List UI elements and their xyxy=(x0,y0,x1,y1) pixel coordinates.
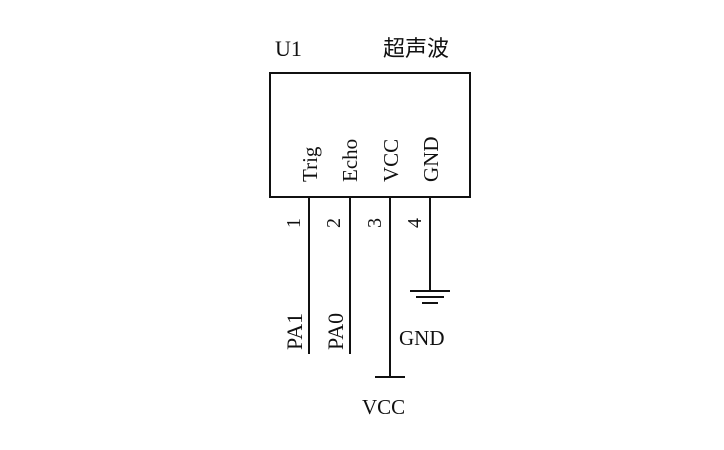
pin-number-2: 2 xyxy=(323,218,345,228)
pin-name-gnd: GND xyxy=(419,137,443,183)
pin-number-3: 3 xyxy=(364,218,386,228)
vcc-label: VCC xyxy=(362,395,405,419)
gnd-label: GND xyxy=(399,326,445,350)
component-ref: U1 xyxy=(275,36,302,61)
component-body xyxy=(269,72,471,198)
pin-name-echo: Echo xyxy=(338,139,362,182)
net-label-pa1: PA1 xyxy=(282,313,307,350)
pin-number-1: 1 xyxy=(283,218,305,228)
pin-name-trig: Trig xyxy=(298,146,322,182)
pin-number-4: 4 xyxy=(404,218,426,228)
net-label-pa0: PA0 xyxy=(323,313,348,350)
ground-symbol xyxy=(410,290,450,304)
pin-name-vcc: VCC xyxy=(379,139,403,182)
component-name: 超声波 xyxy=(383,36,449,61)
